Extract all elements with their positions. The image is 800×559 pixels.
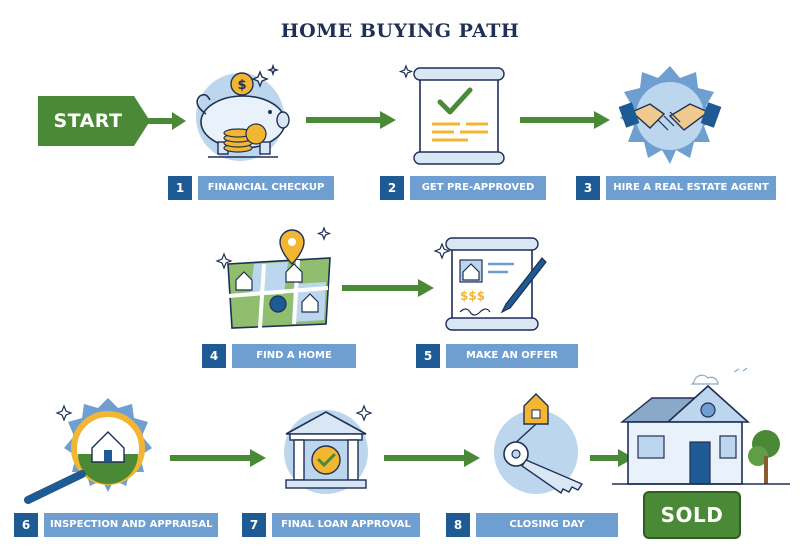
arrow-step4-to-step5 xyxy=(342,279,434,297)
step-label: FIND A HOME xyxy=(232,344,356,368)
step-3: 3 HIRE A REAL ESTATE AGENT xyxy=(576,176,776,200)
offer-contract-icon: $$$ xyxy=(433,237,547,331)
step-number: 3 xyxy=(576,176,600,200)
page-title: HOME BUYING PATH xyxy=(280,20,520,42)
svg-text:$: $ xyxy=(237,78,246,93)
step-label: GET PRE-APPROVED xyxy=(410,176,546,200)
piggy-bank-icon: $ xyxy=(196,63,290,161)
arrow-step8-to-sold xyxy=(590,449,634,467)
map-location-icon xyxy=(215,226,332,329)
sold-house-icon xyxy=(612,367,790,485)
step-1: 1 FINANCIAL CHECKUP xyxy=(168,176,334,200)
handshake-icon xyxy=(618,66,722,164)
step-label: CLOSING DAY xyxy=(476,513,618,537)
arrow-step6-to-step7 xyxy=(170,449,266,467)
offer-price-text: $$$ xyxy=(460,289,485,303)
start-arrow-shape xyxy=(38,96,150,146)
bank-check-icon xyxy=(284,404,373,494)
sold-label: SOLD xyxy=(643,491,741,539)
step-8: 8 CLOSING DAY xyxy=(446,513,618,537)
step-5: 5 MAKE AN OFFER xyxy=(416,344,578,368)
step-number: 4 xyxy=(202,344,226,368)
step-number: 1 xyxy=(168,176,192,200)
step-label: INSPECTION AND APPRAISAL xyxy=(44,513,218,537)
step-4: 4 FIND A HOME xyxy=(202,344,356,368)
magnifier-house-icon xyxy=(24,398,152,504)
arrow-step2-to-step3 xyxy=(520,111,610,129)
step-7: 7 FINAL LOAN APPROVAL xyxy=(242,513,420,537)
step-number: 7 xyxy=(242,513,266,537)
step-label: FINANCIAL CHECKUP xyxy=(198,176,334,200)
step-number: 2 xyxy=(380,176,404,200)
arrow-step7-to-step8 xyxy=(384,449,480,467)
step-2: 2 GET PRE-APPROVED xyxy=(380,176,546,200)
step-number: 6 xyxy=(14,513,38,537)
approved-document-icon xyxy=(398,64,505,165)
start-label: START xyxy=(53,110,123,132)
arrow-step1-to-step2 xyxy=(306,111,396,129)
step-number: 8 xyxy=(446,513,470,537)
step-label: MAKE AN OFFER xyxy=(446,344,578,368)
arrow-start-to-step1 xyxy=(146,112,186,130)
step-label: FINAL LOAN APPROVAL xyxy=(272,513,420,537)
house-key-icon xyxy=(494,393,584,495)
step-label: HIRE A REAL ESTATE AGENT xyxy=(606,176,776,200)
step-number: 5 xyxy=(416,344,440,368)
step-6: 6 INSPECTION AND APPRAISAL xyxy=(14,513,218,537)
